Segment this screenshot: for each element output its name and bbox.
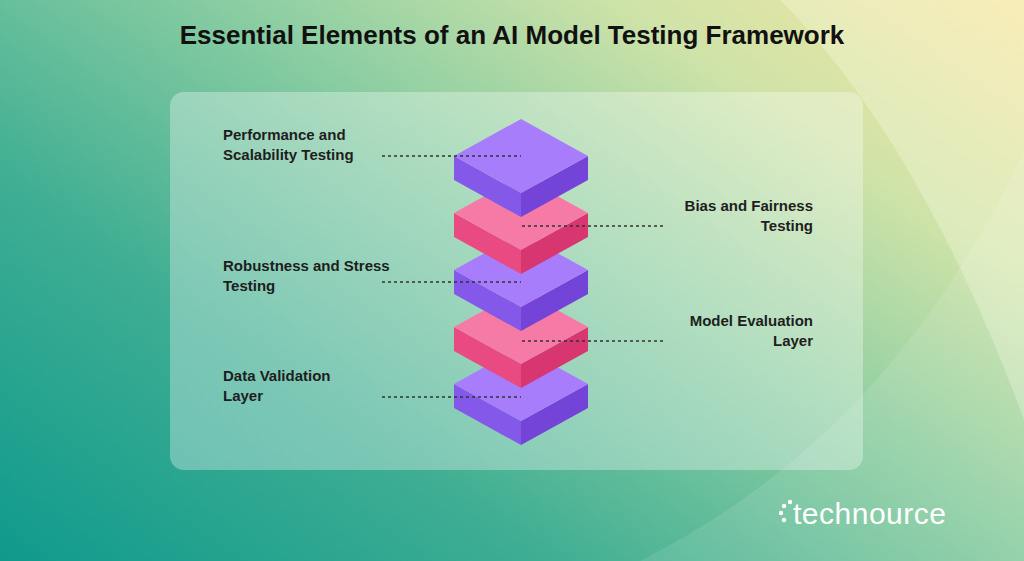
leader-line [522, 225, 663, 226]
diagram-title: Essential Elements of an AI Model Testin… [0, 20, 1024, 51]
layer-label: Model Evaluation Layer [648, 311, 813, 351]
brand-logo: technource [793, 497, 946, 531]
layer-label: Bias and Fairness Testing [648, 196, 813, 236]
leader-line [382, 396, 521, 397]
leader-line [382, 155, 521, 156]
layer-label: Data Validation Layer [223, 366, 363, 406]
layer-label: Performance and Scalability Testing [223, 125, 388, 165]
leader-lines [382, 156, 663, 397]
logo-dots [779, 500, 792, 522]
logo-dot [782, 518, 786, 522]
leader-line [522, 340, 663, 341]
logo-dot [779, 511, 783, 515]
logo-dot [782, 504, 786, 508]
logo-dot [788, 500, 792, 504]
layer-label: Robustness and Stress Testing [223, 256, 423, 296]
leader-line [382, 281, 521, 282]
